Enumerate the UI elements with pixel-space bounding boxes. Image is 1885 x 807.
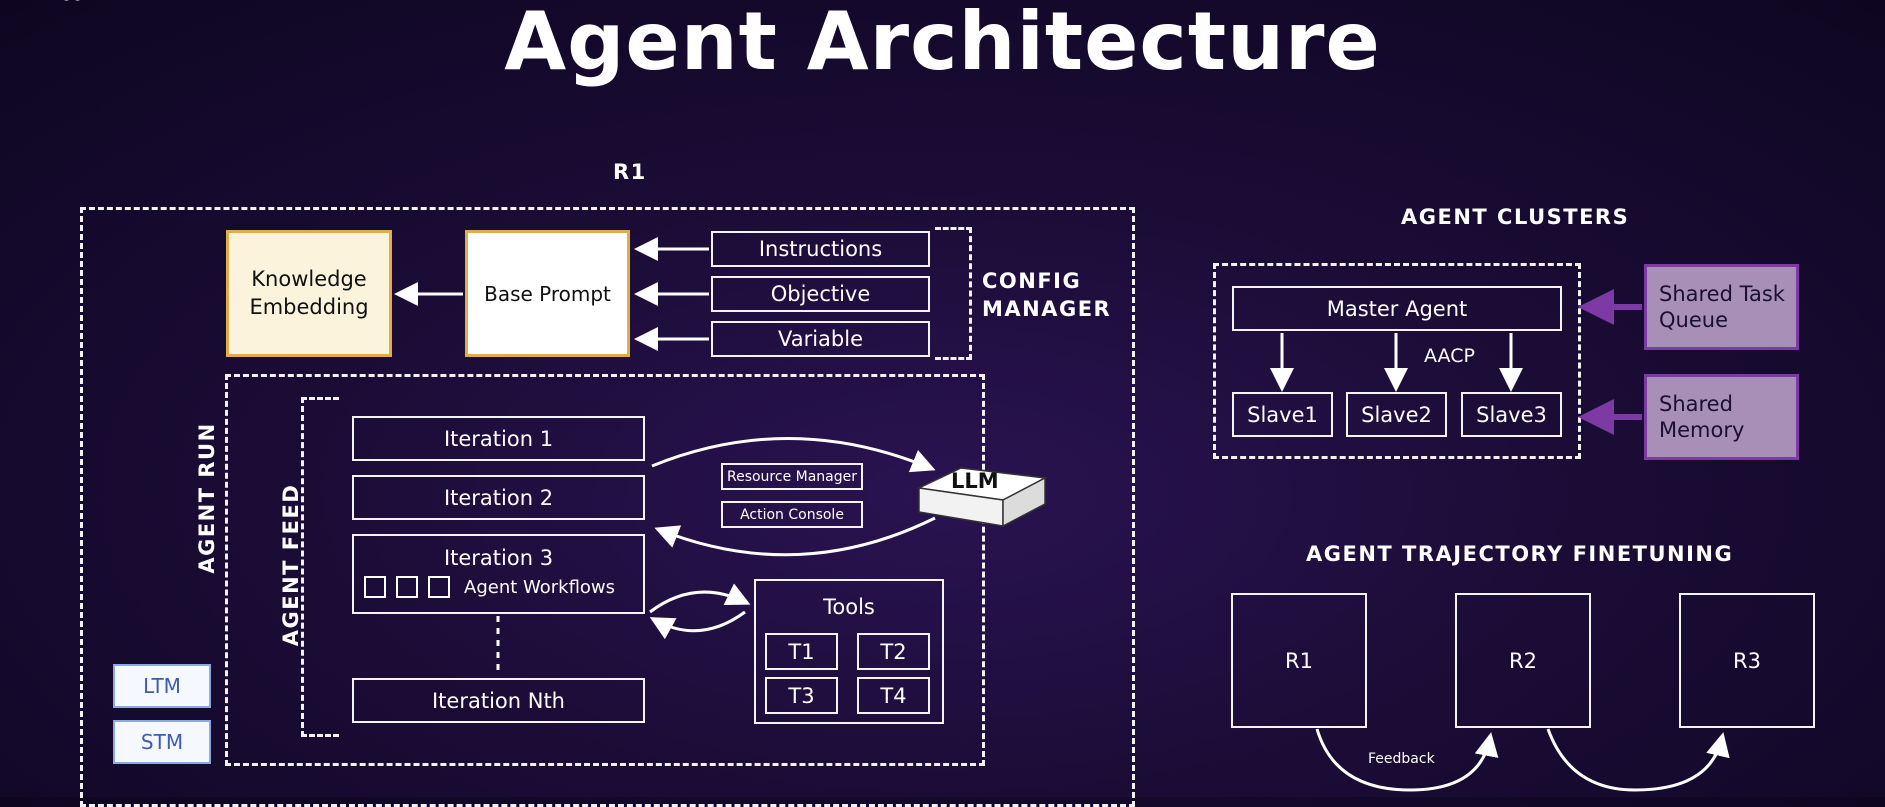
iteration-nth: Iteration Nth [352, 678, 645, 723]
workflow-box-icon [428, 576, 450, 598]
shared-task-queue-line2: Queue [1659, 308, 1728, 332]
action-console-box: Action Console [721, 501, 863, 528]
tool-t4: T4 [857, 677, 930, 714]
trajectory-title: AGENT TRAJECTORY FINETUNING [1306, 542, 1734, 566]
iteration-3-label: Iteration 3 [443, 546, 554, 570]
iteration-3: Iteration 3 Agent Workflows [352, 534, 645, 614]
shared-memory-line1: Shared [1659, 391, 1733, 416]
stm-box: STM [113, 720, 211, 764]
run-r3: R3 [1679, 593, 1815, 728]
feedback-label: Feedback [1368, 751, 1435, 767]
tools-box: Tools T1 T2 T3 T4 [754, 579, 944, 724]
config-manager-line2: MANAGER [982, 297, 1112, 321]
slave-3: Slave3 [1461, 392, 1562, 437]
base-prompt-box: Base Prompt [465, 230, 630, 357]
iteration-1: Iteration 1 [352, 416, 645, 461]
workflow-row: Agent Workflows [364, 576, 643, 598]
llm-label: LLM [951, 469, 999, 493]
workflow-box-icon [364, 576, 386, 598]
ltm-box: LTM [113, 664, 211, 708]
config-item-objective: Objective [711, 276, 930, 312]
aacp-label: AACP [1424, 345, 1475, 367]
run-r1: R1 [1231, 593, 1367, 728]
config-item-variable: Variable [711, 321, 930, 357]
tool-t1: T1 [765, 633, 838, 670]
shared-task-queue-line1: Shared Task [1659, 281, 1785, 306]
shared-memory-line2: Memory [1659, 418, 1745, 442]
config-item-instructions: Instructions [711, 231, 930, 267]
knowledge-embedding-line2: Embedding [249, 294, 369, 319]
agent-feed-label: AGENT FEED [279, 483, 303, 647]
agent-clusters-container [1213, 263, 1581, 459]
feedback-arc-r2-r3 [1546, 728, 1730, 792]
page-title: Agent Architecture [504, 0, 1381, 88]
tool-t3: T3 [765, 677, 838, 714]
agent-run-container [225, 374, 985, 766]
run-r2: R2 [1455, 593, 1591, 728]
config-manager-label: CONFIG MANAGER [982, 267, 1111, 323]
agent-workflows-label: Agent Workflows [464, 576, 616, 598]
knowledge-embedding-box: Knowledge Embedding [226, 230, 392, 357]
config-manager-line1: CONFIG [982, 269, 1082, 293]
agent-feed-bracket [301, 397, 339, 737]
iteration-2: Iteration 2 [352, 475, 645, 520]
resource-manager-box: Resource Manager [721, 463, 863, 490]
slave-1: Slave1 [1232, 392, 1333, 437]
r1-label: R1 [613, 160, 647, 184]
tools-title: Tools [823, 595, 875, 619]
tool-t2: T2 [857, 633, 930, 670]
workflow-box-icon [396, 576, 418, 598]
slave-2: Slave2 [1346, 392, 1447, 437]
knowledge-embedding-line1: Knowledge [251, 267, 367, 292]
agent-clusters-title: AGENT CLUSTERS [1401, 205, 1630, 229]
config-manager-bracket [935, 227, 972, 360]
llm-box: LLM [915, 460, 1050, 532]
shared-memory-box: Shared Memory [1644, 374, 1799, 460]
master-agent-box: Master Agent [1232, 286, 1562, 331]
shared-task-queue-box: Shared Task Queue [1644, 264, 1799, 350]
